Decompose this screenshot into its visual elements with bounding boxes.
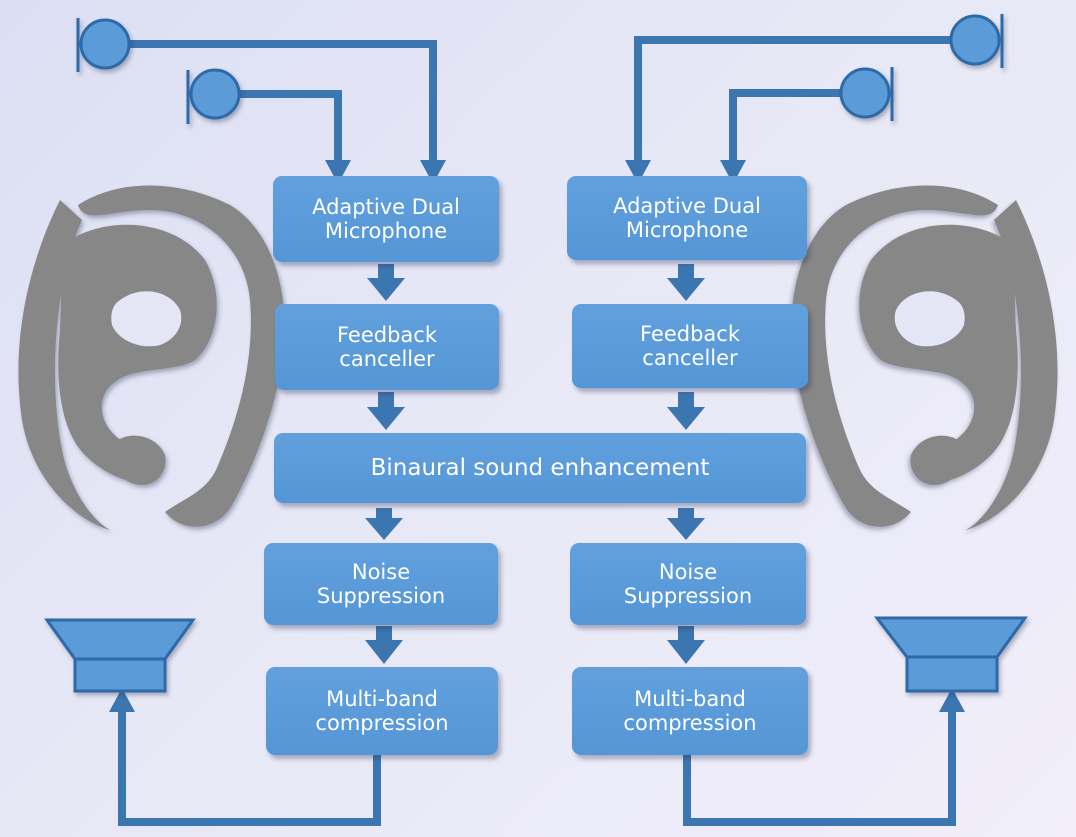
microphone-icon: [839, 67, 894, 121]
left-multi-band-compression-block[interactable]: Multi-band compression: [266, 667, 498, 755]
microphone-icon: [76, 18, 131, 72]
right-adaptive-dual-microphone-block[interactable]: Adaptive Dual Microphone: [567, 176, 807, 260]
right-feedback-canceller-block[interactable]: Feedback canceller: [572, 304, 808, 388]
right-ear-icon: [791, 185, 1058, 530]
left-noise-suppression-block[interactable]: Noise Suppression: [264, 543, 498, 625]
flow-arrows: [365, 264, 705, 664]
right-noise-suppression-block[interactable]: Noise Suppression: [570, 543, 806, 625]
binaural-sound-enhancement-block[interactable]: Binaural sound enhancement: [274, 433, 806, 503]
right-multi-band-compression-block[interactable]: Multi-band compression: [572, 667, 808, 755]
microphone-icon: [186, 68, 241, 124]
left-feedback-canceller-block[interactable]: Feedback canceller: [275, 304, 499, 390]
speaker-icon: [873, 616, 1028, 693]
speaker-icon: [44, 618, 196, 693]
arrowheads: [109, 160, 965, 712]
signal-connectors: [105, 36, 975, 826]
left-ear-icon: [18, 185, 285, 530]
microphone-icon: [949, 14, 1004, 68]
left-adaptive-dual-microphone-block[interactable]: Adaptive Dual Microphone: [273, 176, 499, 262]
